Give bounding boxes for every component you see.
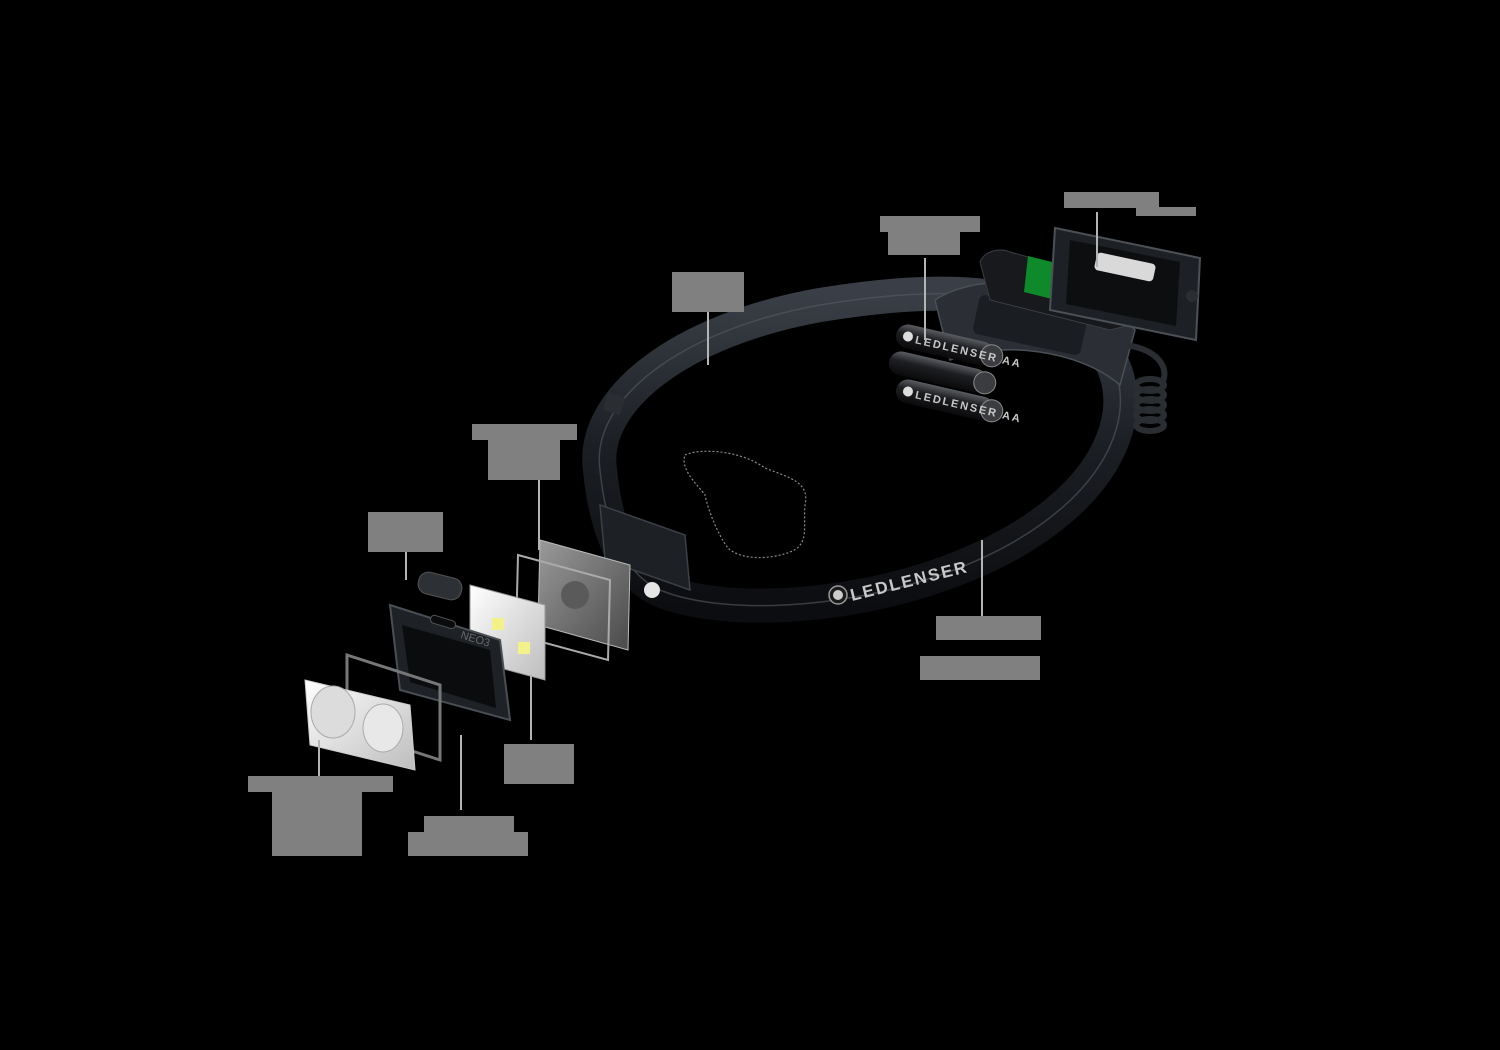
label-aa-batteries <box>880 216 980 232</box>
leader-line-rear-mount <box>538 480 540 550</box>
front-housing: NEO3 <box>388 603 512 722</box>
label-switch-button <box>368 512 443 552</box>
front-mount <box>599 392 691 598</box>
rear-mount-plate <box>514 539 631 662</box>
leader-line-battery-cover <box>1096 212 1098 267</box>
label-front-frame-2 <box>408 832 528 856</box>
leader-line-headband-top <box>707 310 709 365</box>
label-battery-cover-2 <box>1136 207 1196 216</box>
label-headband-main <box>936 616 1041 640</box>
leader-line-headband-main <box>981 540 983 620</box>
head-outline <box>683 450 807 559</box>
label-battery-cover <box>1064 192 1159 208</box>
reflector-lens <box>304 679 416 771</box>
battery-case-cover <box>1048 226 1202 342</box>
coiled-cable <box>1124 342 1168 434</box>
label-reflector-lens-2 <box>272 792 362 856</box>
label-headband-main-2 <box>920 656 1040 680</box>
leader-line-reflector <box>318 740 320 778</box>
label-rear-mount <box>472 424 577 440</box>
leader-line-front-frame <box>460 735 462 810</box>
label-aa-batteries-2 <box>888 232 960 255</box>
label-front-frame <box>424 816 514 832</box>
switch-button <box>417 571 463 601</box>
label-reflector-lens <box>248 776 393 792</box>
label-headband-top <box>672 272 744 312</box>
leader-line-switch <box>405 550 407 580</box>
leader-line-batteries <box>924 258 926 340</box>
label-rear-mount-2 <box>488 440 560 480</box>
headband-main <box>582 276 1138 623</box>
label-led-board <box>504 744 574 784</box>
leader-line-led-board <box>530 675 532 740</box>
